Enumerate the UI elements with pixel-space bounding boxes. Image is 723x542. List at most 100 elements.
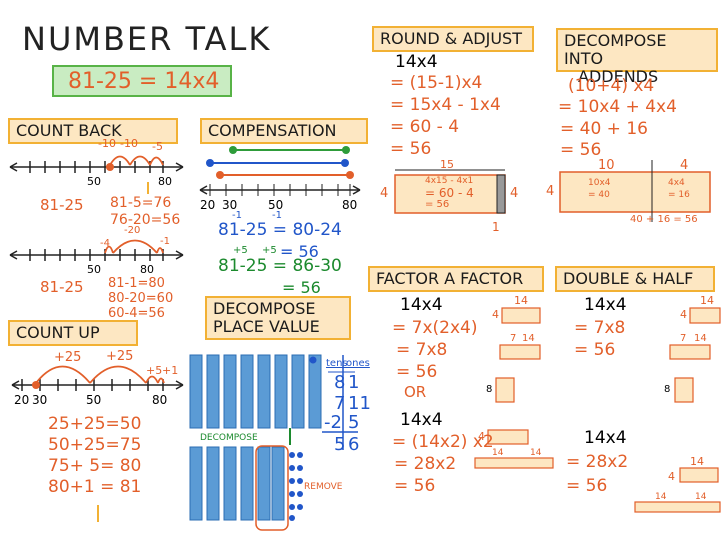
count-back-number-line-1 <box>9 161 184 173</box>
factor-rect-5 <box>474 457 554 469</box>
da-top-label-2: 4 <box>680 158 689 173</box>
da-cell2-line2: = 16 <box>668 190 690 200</box>
ff-label-14b: 14 <box>522 333 535 344</box>
cu-tick-50: 50 <box>86 393 102 407</box>
tens-header: tens <box>326 358 348 369</box>
count-back-jumps-2 <box>104 239 164 254</box>
ff-line-8: = 28x2 <box>394 454 457 474</box>
comp-mark-1: -1 <box>232 210 242 221</box>
factor-rect-4 <box>487 429 529 445</box>
cb2-step3: 60-4=56 <box>108 306 165 321</box>
da-line-3: = 40 + 16 <box>560 119 648 139</box>
ff-line-5: OR <box>404 383 427 401</box>
cb2-step2: 80-20=60 <box>108 291 174 306</box>
compensation-lines <box>199 146 361 196</box>
page-title: NUMBER TALK <box>22 20 272 58</box>
cb2-start: 81-25 <box>40 278 84 296</box>
pv-row4-ones: 6 <box>348 434 360 455</box>
dh-label-14c: 14 <box>690 455 704 468</box>
cu-jump-1: +25 <box>54 350 82 365</box>
pv-row1-tens: 8 <box>334 372 346 393</box>
ff-line-9: = 56 <box>394 476 436 496</box>
factor-rect-2 <box>499 344 541 360</box>
dh-line-1: 14x4 <box>584 295 627 315</box>
cu-line-3: 75+ 5= 80 <box>48 456 142 476</box>
cb2-jump-1: -4 <box>100 238 110 249</box>
count-back-dot-1 <box>106 163 114 171</box>
ff-label-14a: 14 <box>514 294 528 307</box>
ra-line-5: = 56 <box>390 139 432 159</box>
comp-mark-2: -1 <box>272 210 282 221</box>
ra-line-1: 14x4 <box>395 52 438 72</box>
factor-heading: FACTOR A FACTOR <box>368 266 544 292</box>
cu-line-1: 25+25=50 <box>48 414 142 434</box>
ff-label-4a: 4 <box>492 308 499 321</box>
da-cell1-line1: 10x4 <box>588 178 611 188</box>
da-cell2-line1: 4x4 <box>668 178 685 188</box>
addends-area <box>559 171 711 213</box>
ff-label-14d: 14 <box>530 448 542 458</box>
ra-side-label-left: 4 <box>380 186 389 201</box>
factor-rect-1 <box>501 307 541 324</box>
cb1-jump-1: -10 <box>98 137 116 150</box>
cb2-jump-3: -1 <box>160 236 170 247</box>
dh-line-5: = 28x2 <box>566 452 629 472</box>
cu-jump-2: +25 <box>106 349 134 364</box>
ra-inner-2: = 60 - 4 <box>425 186 474 200</box>
dh-label-14b: 14 <box>694 333 707 344</box>
unit-cube <box>309 356 317 364</box>
cb2-tick-80: 80 <box>140 263 154 276</box>
pv-row4-tens: 5 <box>334 434 346 455</box>
da-cell1-line2: = 40 <box>588 190 610 200</box>
comp-tick-20: 20 <box>200 198 216 212</box>
round-adjust-heading: ROUND & ADJUST <box>372 26 534 52</box>
cu-tick-20: 20 <box>14 393 30 407</box>
pv-row3-ones: 5 <box>348 412 360 433</box>
ff-line-6: 14x4 <box>400 410 443 430</box>
cu-tick-80: 80 <box>152 393 168 407</box>
cu-jump-4: +1 <box>162 364 179 377</box>
da-top-label-1: 10 <box>598 158 615 173</box>
double-rect-5 <box>634 501 721 513</box>
double-rect-2 <box>669 344 711 360</box>
pv-row3-tens: -2 <box>324 412 342 433</box>
decompose-addends-heading-line1: DECOMPOSE INTO <box>564 31 667 68</box>
ff-label-7: 7 <box>510 333 517 344</box>
ra-small-label: 1 <box>492 220 500 234</box>
decompose-label: DECOMPOSE <box>200 433 258 443</box>
cb1-step2: 76-20=56 <box>110 212 181 228</box>
ra-side-label-right: 4 <box>510 186 519 201</box>
da-side-label: 4 <box>546 184 555 199</box>
base-ten-rods-bottom <box>189 446 285 521</box>
base-ten-rods-top <box>189 354 322 429</box>
pv-row1-ones: 1 <box>348 372 360 393</box>
double-rect-1 <box>689 307 721 324</box>
cb1-step1: 81-5=76 <box>110 195 172 211</box>
dh-line-2: = 7x8 <box>574 318 626 338</box>
dh-label-14a: 14 <box>700 294 714 307</box>
da-bottom: 40 + 16 = 56 <box>630 214 698 225</box>
dh-label-14e: 14 <box>695 492 707 502</box>
cu-jump-3: +5 <box>146 364 163 377</box>
round-adjust-area <box>394 174 506 214</box>
decompose-addends-heading-line2: ADDENDS <box>578 67 659 86</box>
da-line-1: (10+4) x4 <box>568 76 655 96</box>
cb1-tick-80: 80 <box>158 175 172 188</box>
dh-label-4a: 4 <box>680 308 687 321</box>
da-line-4: = 56 <box>560 140 602 160</box>
pv-row2-ones: 11 <box>348 393 371 414</box>
comp-tick-50: 50 <box>268 198 284 212</box>
ra-line-3: = 15x4 - 1x4 <box>390 95 501 115</box>
double-half-heading: DOUBLE & HALF <box>555 266 715 292</box>
count-back-heading: COUNT BACK <box>8 118 178 144</box>
dh-label-14d: 14 <box>655 492 667 502</box>
cu-tick-30: 30 <box>32 393 48 407</box>
double-rect-4 <box>679 467 719 483</box>
ra-top-label: 15 <box>440 158 454 171</box>
comp-mark-3: +5 <box>233 245 248 256</box>
dh-label-4b: 4 <box>668 470 675 483</box>
remove-label: REMOVE <box>304 482 343 492</box>
decompose-pv-heading: DECOMPOSE PLACE VALUE <box>205 296 351 340</box>
ra-inner-3: = 56 <box>425 199 450 210</box>
